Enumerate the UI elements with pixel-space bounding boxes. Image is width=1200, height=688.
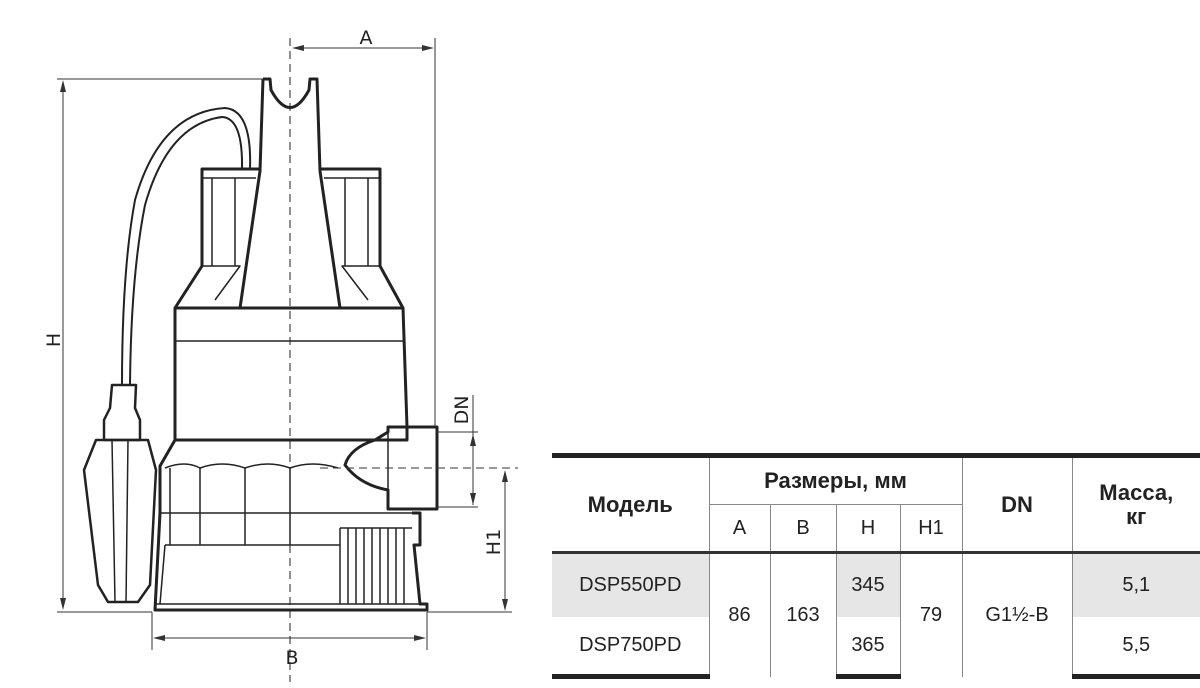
cell-mass: 5,1 [1071, 552, 1200, 617]
header-dimensions: Размеры, мм [708, 453, 962, 505]
header-h: H [835, 504, 900, 554]
cell-model: DSP550PD [552, 552, 709, 617]
dim-label-h1: H1 [483, 529, 505, 555]
dim-label-a: A [360, 27, 373, 49]
cell-dn: G1½-B [961, 552, 1072, 677]
header-model: Модель [552, 453, 709, 554]
cell-h1: 79 [899, 552, 962, 677]
dim-label-dn: DN [451, 396, 473, 425]
cell-b: 163 [769, 552, 836, 677]
header-mass: Масса, кг [1071, 453, 1200, 554]
header-dn: DN [961, 453, 1072, 554]
table-row: DSP550PD 86 163 345 79 G1½-B 5,1 [552, 552, 1200, 677]
dim-label-b: B [285, 647, 298, 669]
cell-h: 365 [835, 616, 900, 679]
cell-model: DSP750PD [552, 616, 709, 679]
pump-dimension-drawing: A B H DN H1 [43, 27, 518, 682]
pump-body [153, 77, 439, 612]
cell-h: 345 [835, 552, 900, 617]
header-a: A [708, 504, 770, 554]
specification-table: Модель Размеры, мм DN Масса, кг A B H H1… [552, 453, 1200, 679]
table-row: DSP750PD 365 5,5 [552, 616, 1200, 679]
dim-label-h: H [43, 333, 65, 347]
header-h1: H1 [899, 504, 962, 554]
cell-mass: 5,5 [1071, 616, 1200, 679]
header-b: B [769, 504, 836, 554]
float-switch [82, 107, 252, 604]
cell-a: 86 [708, 552, 770, 677]
